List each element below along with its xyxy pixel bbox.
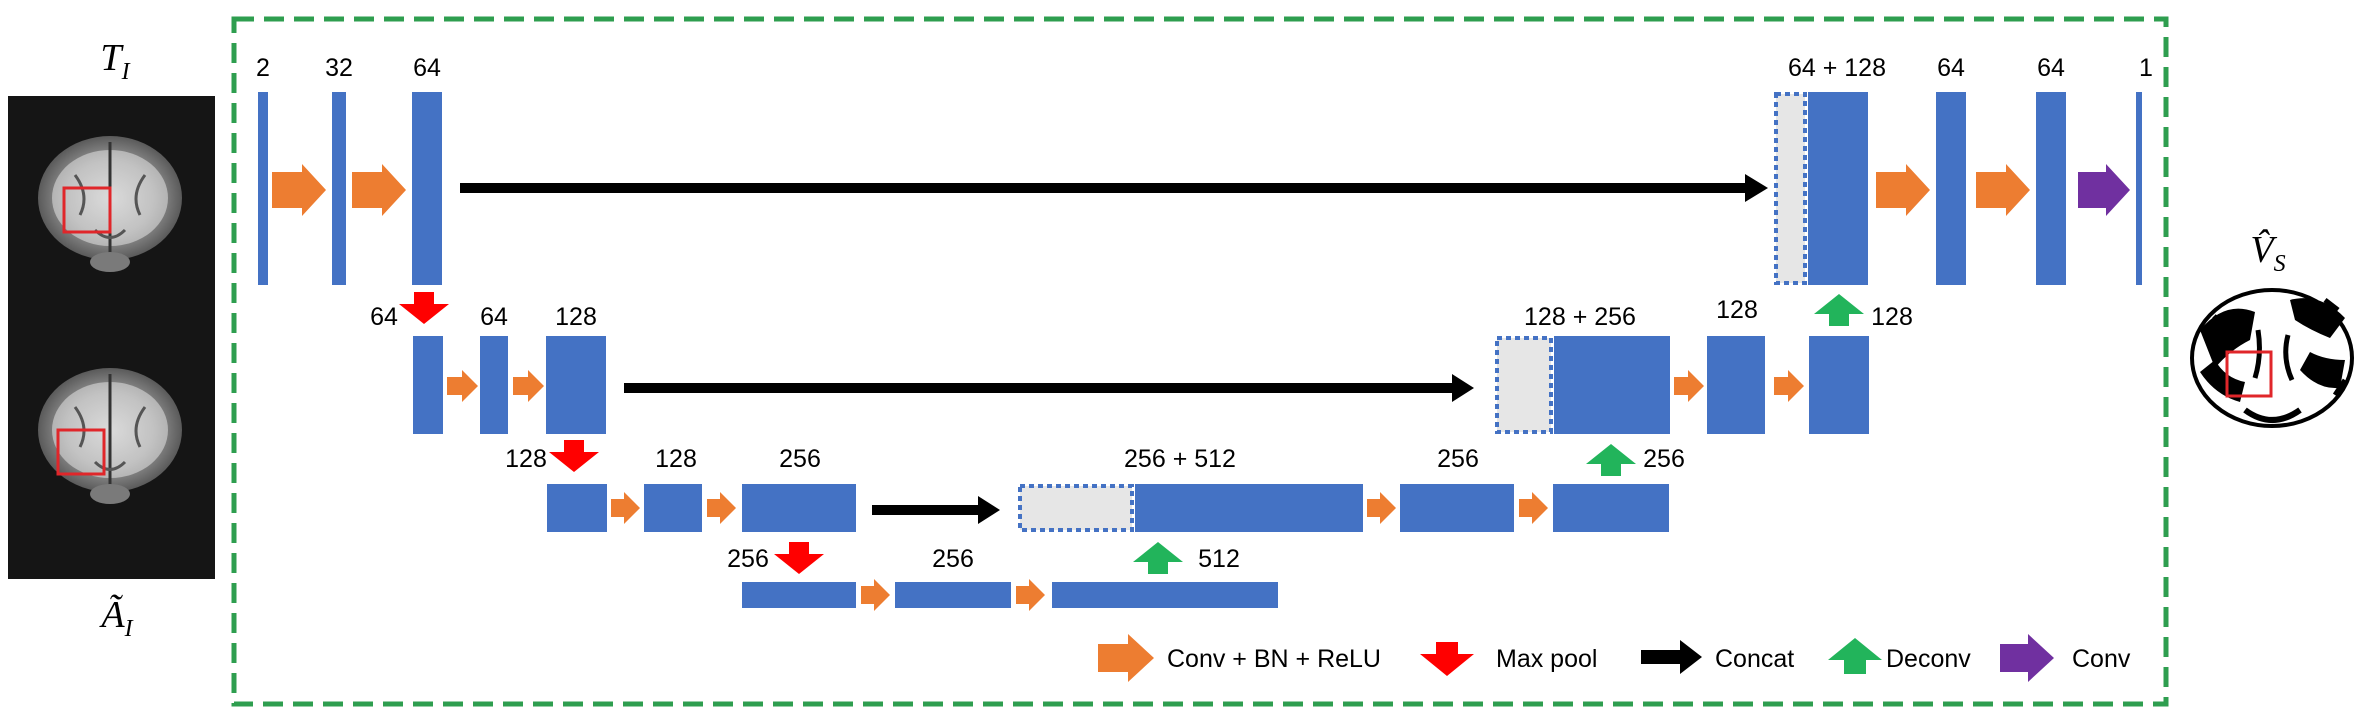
conv-arrow-l0-1 [272, 164, 326, 216]
label-l2-conv2: 256 [779, 445, 821, 473]
legend: Conv + BN + ReLU Max pool Concat Deconv … [1098, 634, 2131, 682]
label-l2-conv1: 128 [655, 445, 697, 473]
concat-head-l2 [978, 496, 1000, 524]
skip-block-l1 [1495, 336, 1553, 434]
block-l0-dec2 [2036, 92, 2066, 285]
block-l2-conv1 [644, 484, 702, 532]
block-l1-decoder-concat [1554, 336, 1670, 434]
legend-deconv-icon [1828, 638, 1882, 674]
roi-box-output [2225, 350, 2273, 398]
conv-arrow-l1-1 [447, 370, 478, 402]
input-bottom-label: ÃI [98, 594, 133, 642]
legend-conv-label: Conv [2072, 645, 2131, 673]
block-l2-dec1 [1400, 484, 1514, 532]
legend-concat-icon [1641, 640, 1702, 674]
block-l0-dec1 [1936, 92, 1966, 285]
block-l3-conv1 [895, 582, 1011, 608]
legend-conv-icon [2000, 634, 2054, 682]
block-l0-conv1 [332, 92, 346, 285]
label-l0-concat: 64 + 128 [1788, 54, 1886, 82]
block-l1-conv1 [480, 336, 508, 434]
skip-block-l2 [1018, 484, 1134, 532]
out-conv-arrow [2078, 164, 2130, 216]
block-l0-conv2 [412, 92, 442, 285]
roi-box-top [62, 186, 112, 234]
label-l2-pool: 128 [505, 445, 547, 473]
conv-arrow-l2-1 [611, 492, 640, 524]
block-l2-conv2 [742, 484, 856, 532]
deconv-arrow-l1 [1814, 294, 1864, 326]
label-l1-dec1: 128 [1716, 296, 1758, 324]
network-frame [231, 16, 2169, 707]
label-l0-conv1: 32 [325, 54, 353, 82]
pool-arrow-l2 [549, 440, 599, 472]
block-l0-output [2136, 92, 2142, 285]
legend-max-pool-label: Max pool [1496, 645, 1597, 673]
block-l0-decoder-concat [1808, 92, 1868, 285]
brain-mri-bottom [38, 368, 182, 504]
block-l2-dec2 [1553, 484, 1669, 532]
block-l1-dec1 [1707, 336, 1765, 434]
legend-conv-bn-relu-icon [1098, 634, 1154, 682]
legend-max-pool-icon [1420, 642, 1474, 676]
label-l1-conv2: 128 [555, 303, 597, 331]
pool-arrow-l3 [774, 542, 824, 574]
conv-arrow-l1-4 [1774, 370, 1804, 402]
label-l0-dec2: 64 [2037, 54, 2065, 82]
block-l3-pool [742, 582, 856, 608]
conv-arrow-l1-3 [1674, 370, 1704, 402]
block-l2-pool [547, 484, 607, 532]
deconv-arrow-l2 [1586, 444, 1636, 476]
label-l2-deconv: 256 [1643, 445, 1685, 473]
pool-arrow-l1 [399, 292, 449, 324]
conv-arrow-l2-4 [1519, 492, 1548, 524]
legend-concat-label: Concat [1715, 645, 1794, 673]
conv-arrow-l3-1 [861, 579, 890, 611]
conv-arrow-l3-2 [1016, 579, 1045, 611]
label-l3-conv1: 256 [932, 545, 974, 573]
legend-conv-bn-relu-label: Conv + BN + ReLU [1167, 645, 1381, 673]
label-l0-output: 1 [2139, 54, 2153, 82]
label-l2-concat: 256 + 512 [1124, 445, 1236, 473]
block-l1-dec2 [1809, 336, 1869, 434]
conv-arrow-l0-4 [1976, 164, 2030, 216]
label-l3-pool: 256 [727, 545, 769, 573]
conv-arrow-l2-3 [1367, 492, 1396, 524]
block-l1-pool [413, 336, 443, 434]
label-l0-input: 2 [256, 54, 270, 82]
input-top-label: TI [100, 37, 130, 85]
block-l1-conv2 [546, 336, 606, 434]
label-l2-dec1: 256 [1437, 445, 1479, 473]
segmentation-output-image [2190, 288, 2354, 428]
label-l0-dec1: 64 [1937, 54, 1965, 82]
concat-head-l1 [1452, 374, 1474, 402]
label-l1-pool: 64 [370, 303, 398, 331]
conv-arrow-l2-2 [707, 492, 736, 524]
concat-head-l0 [1745, 174, 1768, 202]
roi-box-bottom [56, 428, 106, 476]
block-l0-input [258, 92, 268, 285]
deconv-arrow-l3 [1133, 542, 1183, 574]
label-l0-conv2: 64 [413, 54, 441, 82]
label-l3-deconv: 512 [1198, 545, 1240, 573]
skip-block-l0 [1774, 92, 1807, 285]
block-l3-conv2 [1052, 582, 1278, 608]
conv-arrow-l1-2 [513, 370, 544, 402]
legend-deconv-label: Deconv [1886, 645, 1971, 673]
output-label: V̂S [2250, 229, 2285, 277]
label-l1-deconv: 128 [1871, 303, 1913, 331]
conv-arrow-l0-2 [352, 164, 406, 216]
label-l1-conv1: 64 [480, 303, 508, 331]
block-l2-decoder-concat [1135, 484, 1363, 532]
label-l1-concat: 128 + 256 [1524, 303, 1636, 331]
conv-arrow-l0-3 [1876, 164, 1930, 216]
